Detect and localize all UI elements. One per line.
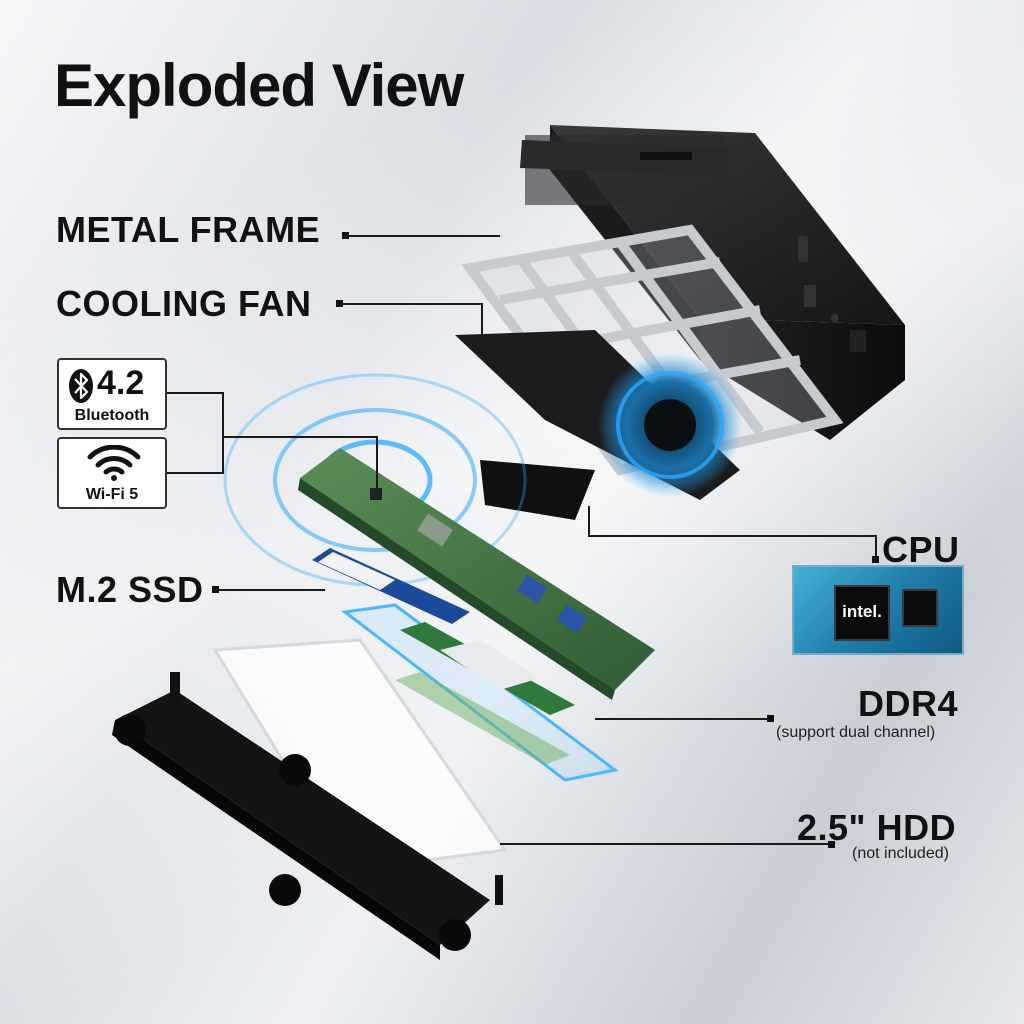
leader-line-cpu [588,535,876,537]
leader-line-m2-ssd [215,589,325,591]
bluetooth-version: 4.2 [97,364,145,402]
label-cooling-fan: COOLING FAN [56,283,312,324]
connector-dot [336,300,343,307]
cooling-fan [455,330,742,520]
intel-logo: intel. [842,602,882,621]
leader-line-metal-frame [345,235,500,237]
hdd-note: (not included) [852,845,949,862]
connector-dot [872,556,879,563]
connector-dot [828,841,835,848]
bluetooth-badge: 4.2 Bluetooth [57,358,167,430]
cpu-secondary-die [902,589,938,627]
leader-line-cooling-fan-drop [481,303,483,343]
label-metal-frame: METAL FRAME [56,209,321,250]
m2-ssd [312,548,470,624]
bluetooth-icon [69,369,93,403]
label-m2-ssd: M.2 SSD [56,569,204,610]
leader-line-bluetooth [167,392,223,394]
leader-line-wireless-vertical [222,392,224,474]
wifi-label: Wi-Fi 5 [85,486,139,503]
leader-line-hdd [500,843,832,845]
leader-line-cpu-drop [875,535,877,559]
cpu-die: intel. [834,585,890,641]
wifi-icon [87,445,141,481]
connector-dot [767,715,774,722]
leader-line-ddr4 [595,718,770,720]
ddr4-modules [395,622,575,765]
bluetooth-label: Bluetooth [74,407,150,424]
wifi-badge: Wi-Fi 5 [57,437,167,509]
leader-line-cpu-rise [588,506,590,536]
page-title: Exploded View [54,52,464,119]
ddr4-note: (support dual channel) [776,724,936,741]
label-hdd: 2.5" HDD [797,807,957,848]
leader-line-wireless-drop [376,436,378,488]
motherboard [298,448,655,700]
leader-line-wifi [167,472,223,474]
label-cpu: CPU [882,529,960,570]
label-ddr4: DDR4 [858,683,959,724]
leader-line-cooling-fan [340,303,482,305]
bottom-plate [112,672,503,960]
cpu-chip-card: intel. [792,565,964,655]
leader-line-wireless [222,436,377,438]
